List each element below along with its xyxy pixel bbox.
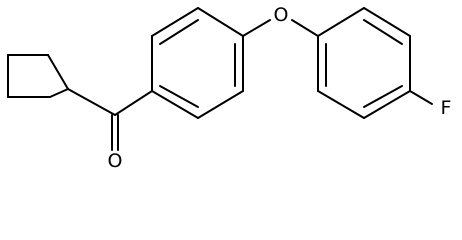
ring2-inner-double-2: [363, 85, 403, 108]
bond-ether-oxygen-to-aryl2: [291, 19, 319, 37]
bond-aryl2-to-fluorine: [409, 90, 433, 105]
ring2-bond-2: [363, 7, 411, 37]
atom-label-carbonyl-oxygen: O: [108, 150, 123, 172]
ring1-bond-5: [197, 90, 244, 119]
ring2-bond-4: [363, 90, 411, 119]
ring2-bond-1: [317, 7, 365, 37]
ether-linkage: O: [242, 4, 319, 37]
chemical-structure-diagram: O O F: [7, 4, 452, 172]
ring1-bond-6: [151, 90, 199, 119]
benzene-ring-1: [151, 7, 244, 119]
benzene-ring-2: [317, 7, 411, 119]
ring1-bond-3: [197, 7, 244, 37]
atom-label-fluorine: F: [441, 97, 452, 119]
ring1-inner-double-1: [159, 19, 199, 45]
atom-label-ether-oxygen: O: [274, 4, 289, 26]
ring2-inner-double-1: [363, 19, 403, 45]
cyclobutyl-ring: [7, 54, 69, 98]
ring2-bond-5: [317, 90, 365, 119]
bond-cyclobutyl-diag: [49, 88, 69, 98]
bond-carbonyl-to-aryl: [114, 90, 153, 116]
fluoro-substituent: F: [409, 90, 452, 119]
ring1-bond-2: [151, 7, 199, 37]
carbonyl-group: O: [108, 114, 123, 172]
bond-cyclobutyl-right: [47, 54, 69, 90]
bond-aryl1-to-ether-oxygen: [242, 19, 271, 37]
ring1-inner-double-3: [159, 85, 199, 108]
bond-ring-to-carbonyl: [67, 88, 116, 116]
